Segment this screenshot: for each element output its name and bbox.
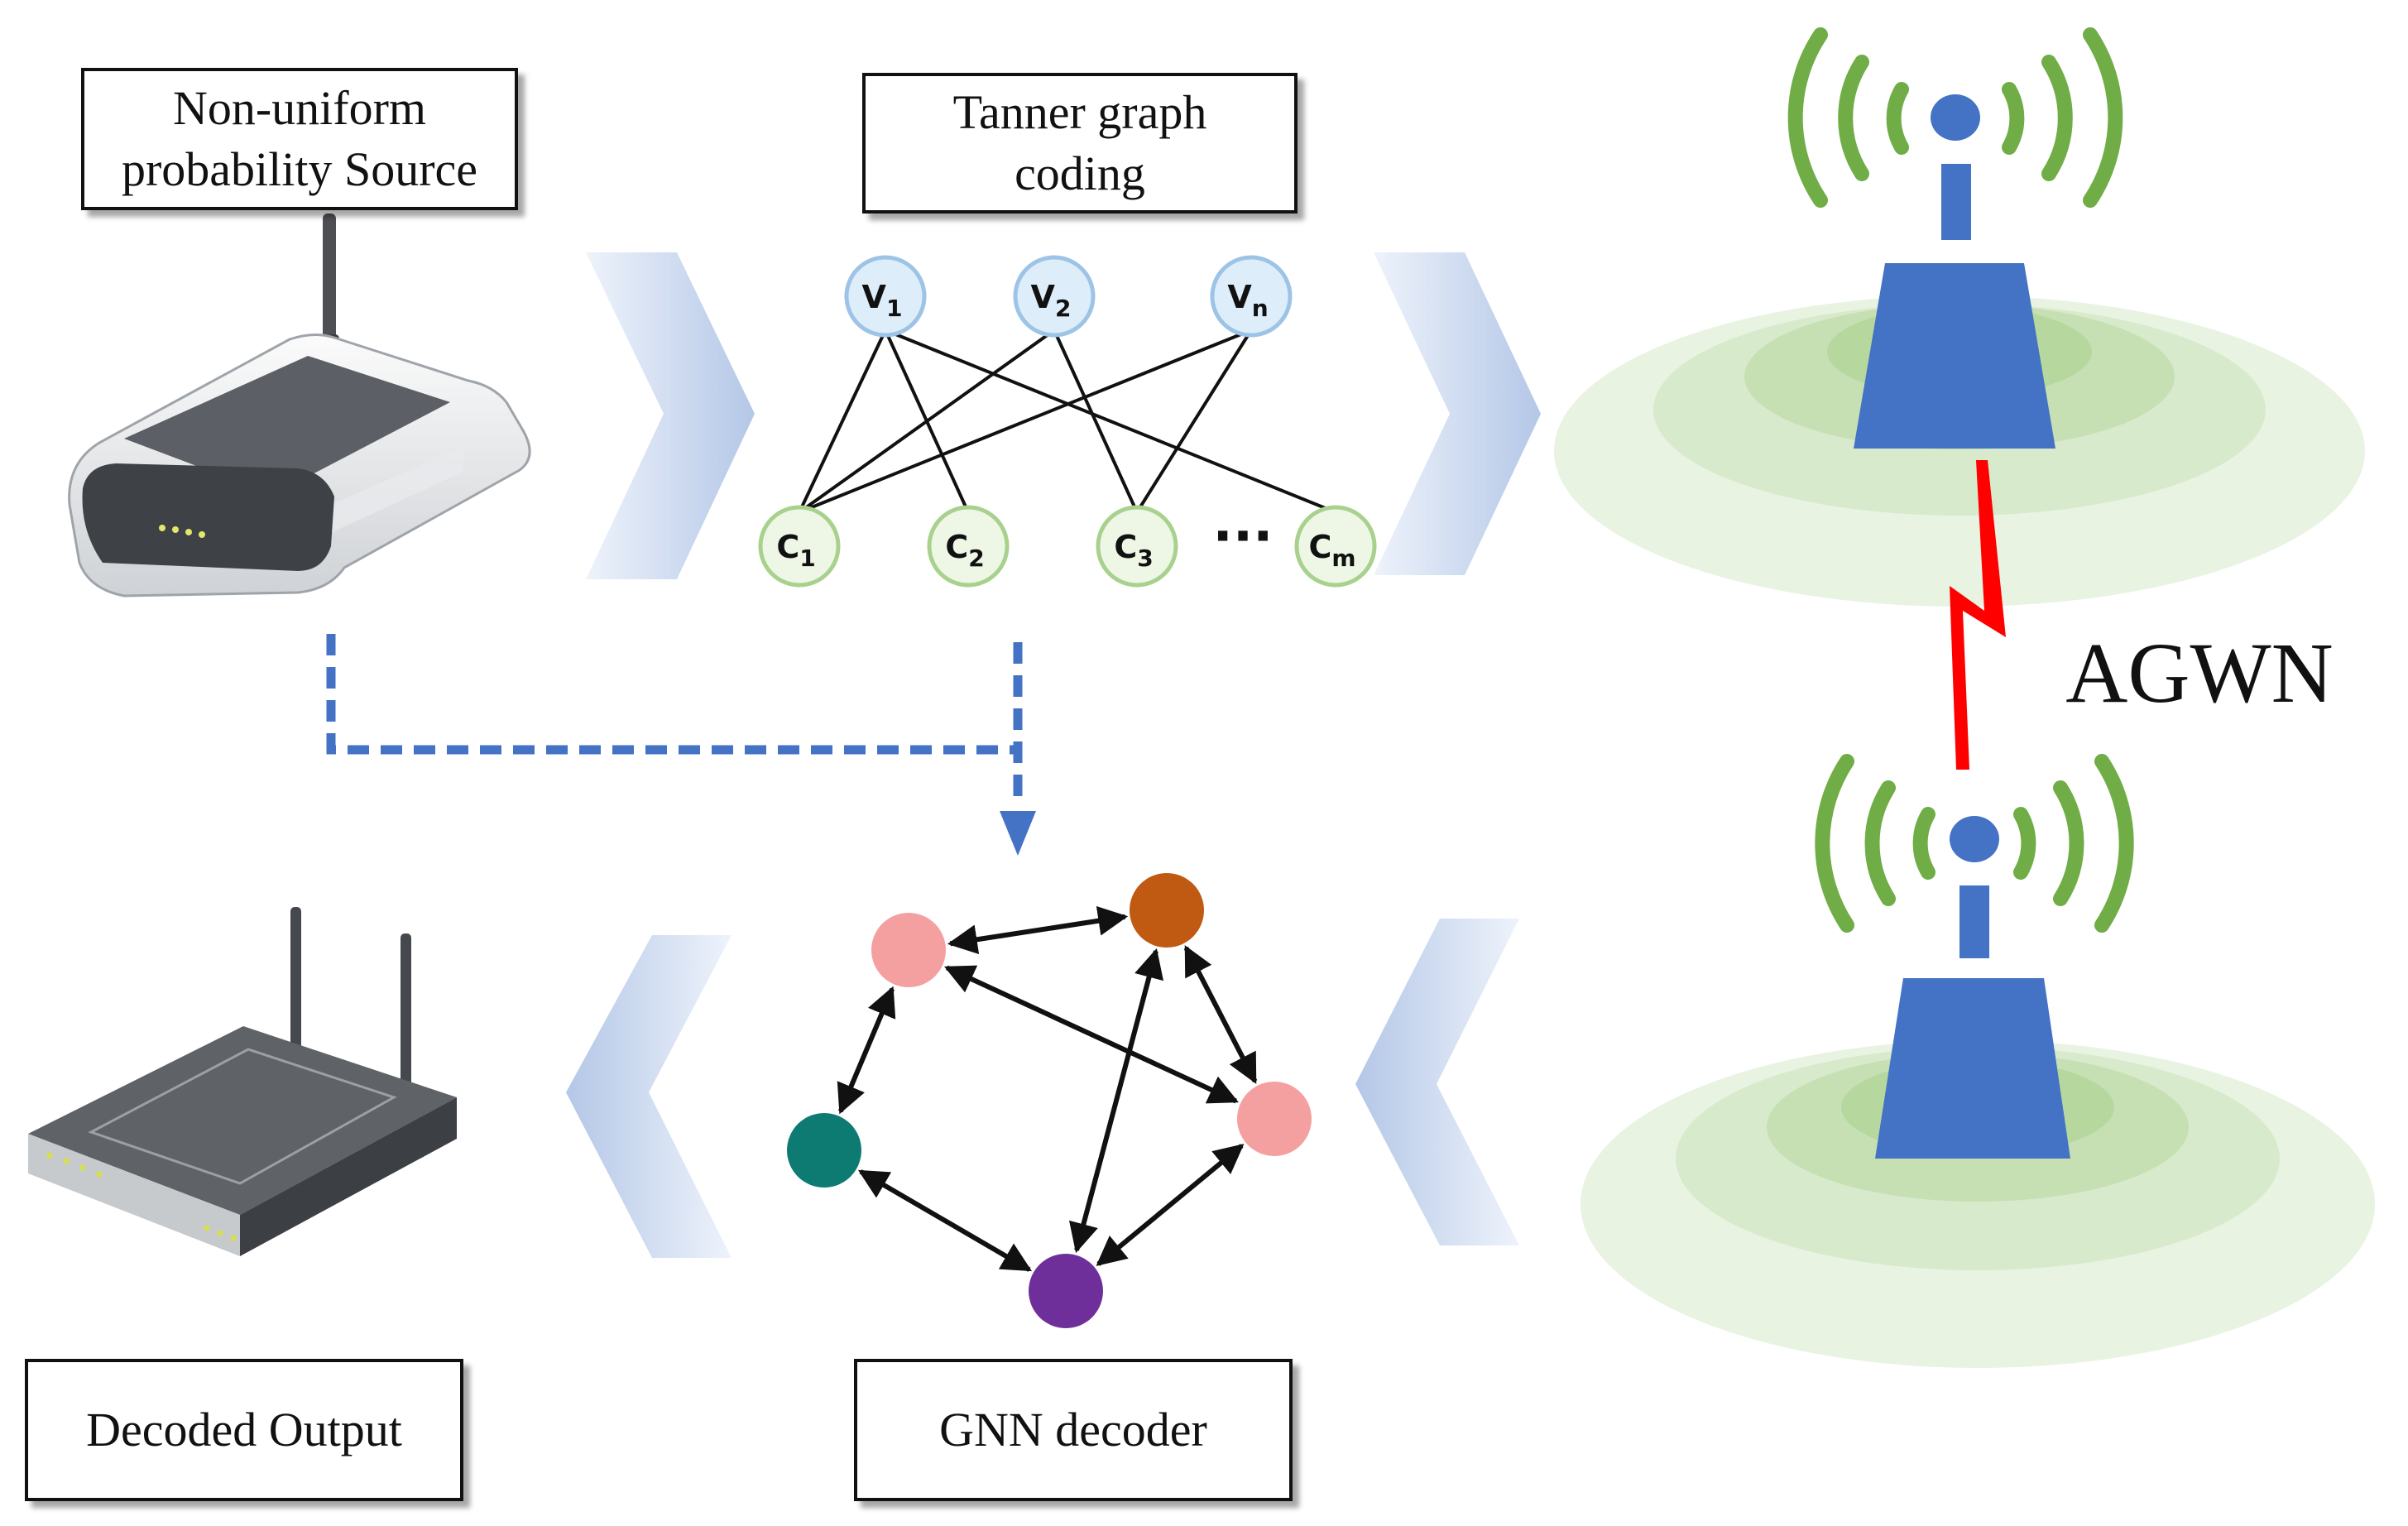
- lightning-icon: [1950, 460, 2006, 770]
- dashed-connector: [326, 634, 1023, 803]
- variable-node-label: Vn: [1227, 279, 1268, 322]
- gnn-edge: [1183, 945, 1258, 1084]
- gnn-edge: [837, 986, 896, 1115]
- decoded-output-label-box: Decoded Output: [25, 1359, 463, 1501]
- gnn-edge: [1096, 1144, 1245, 1266]
- source-label-box: Non-uniform probability Source: [81, 68, 518, 210]
- gnn-node-orange: [1130, 873, 1204, 948]
- source-label-line-2: probability Source: [121, 142, 478, 196]
- check-node: C1: [758, 505, 841, 588]
- check-node: Cm: [1294, 505, 1377, 588]
- variable-node-label: V2: [1031, 279, 1072, 322]
- gnn-edge: [944, 965, 1239, 1104]
- tanner-edge: [798, 329, 887, 513]
- variable-node-label: V1: [862, 279, 903, 322]
- tanner-edge: [1053, 329, 1139, 513]
- tanner-edge: [798, 329, 1056, 514]
- tanner-edge: [885, 329, 1336, 514]
- transmitter-tower-icon: [1787, 27, 2123, 449]
- gnn-edge: [857, 1169, 1033, 1272]
- tanner-label-line-1: Tanner graph: [952, 84, 1207, 139]
- flow-chevron-2: [1374, 252, 1541, 575]
- gnn-edges: [837, 905, 1258, 1272]
- gnn-node-teal: [787, 1113, 861, 1188]
- check-node-ellipsis: ···: [1213, 506, 1274, 568]
- source-label-line-1: Non-uniform: [172, 80, 427, 135]
- receiver-tower-icon: [1815, 754, 2134, 1159]
- wifi-router-icon: [28, 907, 457, 1256]
- dashed-arrowhead: [1000, 811, 1036, 856]
- gnn-edge: [1068, 948, 1164, 1254]
- tanner-label-box: Tanner graph coding: [862, 73, 1298, 214]
- variable-node: Vn: [1210, 255, 1293, 338]
- tanner-edges: [798, 329, 1336, 514]
- gnn-edge: [947, 905, 1129, 955]
- variable-node: V1: [844, 255, 927, 338]
- gnn-nodes: [787, 873, 1312, 1328]
- flow-chevron-4: [566, 935, 732, 1258]
- check-node-label: Cm: [1308, 529, 1355, 572]
- gnn-node-purple: [1029, 1254, 1103, 1328]
- decoded-output-label: Decoded Output: [86, 1402, 402, 1456]
- channel-label: AGWN: [2065, 626, 2333, 721]
- tanner-label-line-2: coding: [1015, 146, 1145, 200]
- gnn-node-pink-right: [1237, 1082, 1312, 1156]
- gnn-decoder-label: GNN decoder: [939, 1402, 1207, 1456]
- check-node: C3: [1096, 505, 1178, 588]
- check-node-label: C2: [945, 529, 984, 572]
- flow-chevron-1: [586, 252, 755, 579]
- flow-chevron-3: [1355, 919, 1519, 1245]
- gnn-decoder-label-box: GNN decoder: [854, 1359, 1293, 1501]
- tanner-edge: [1135, 329, 1253, 514]
- check-node-label: C1: [776, 529, 815, 572]
- tanner-edge: [799, 329, 1252, 514]
- router-icon: [68, 214, 531, 597]
- check-node-label: C3: [1114, 529, 1153, 572]
- variable-node: V2: [1013, 255, 1096, 338]
- gnn-node-pink-top: [871, 913, 946, 987]
- check-node: C2: [927, 505, 1010, 588]
